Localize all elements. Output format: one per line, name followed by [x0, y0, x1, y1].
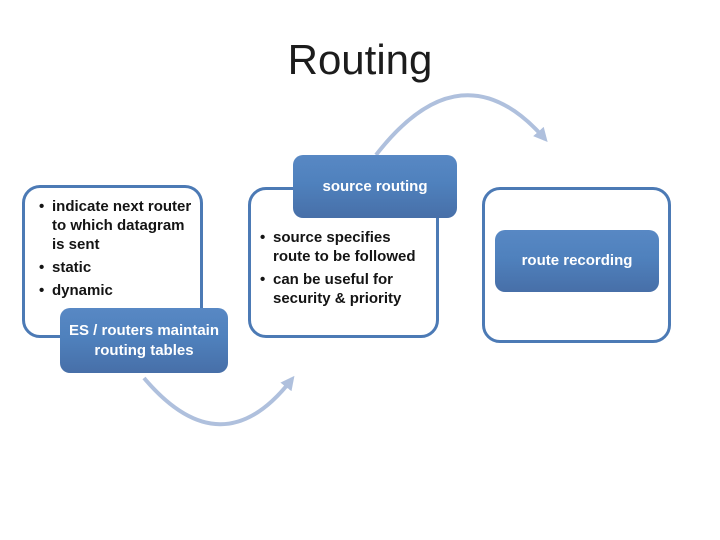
next-router-panel: indicate next router to which datagram i…: [22, 185, 203, 338]
curved-arrow-right-down-icon: [374, 93, 548, 157]
bullet-item: static: [39, 258, 196, 277]
route-recording-label: route recording: [521, 252, 633, 269]
page-title: Routing: [287, 36, 433, 83]
curved-arrow-right-up-icon: [142, 375, 295, 427]
bullet-item: indicate next router to which datagram i…: [39, 197, 196, 254]
next-router-bullet-list: indicate next router to which datagram i…: [25, 188, 200, 300]
source-routing-header-box: source routing: [293, 155, 457, 218]
source-routing-header: source routing: [322, 177, 428, 195]
source-routing-bullet-list: source specifies route to be followed ca…: [251, 190, 436, 308]
es-routers-label: ES / routers maintain routing tables: [68, 321, 220, 359]
bullet-item: can be useful for security & priority: [260, 270, 432, 308]
bullet-item: dynamic: [39, 281, 196, 300]
route-recording-label-box: route recording: [495, 230, 659, 292]
es-routers-label-box: ES / routers maintain routing tables: [60, 308, 228, 373]
bullet-item: source specifies route to be followed: [260, 228, 432, 266]
